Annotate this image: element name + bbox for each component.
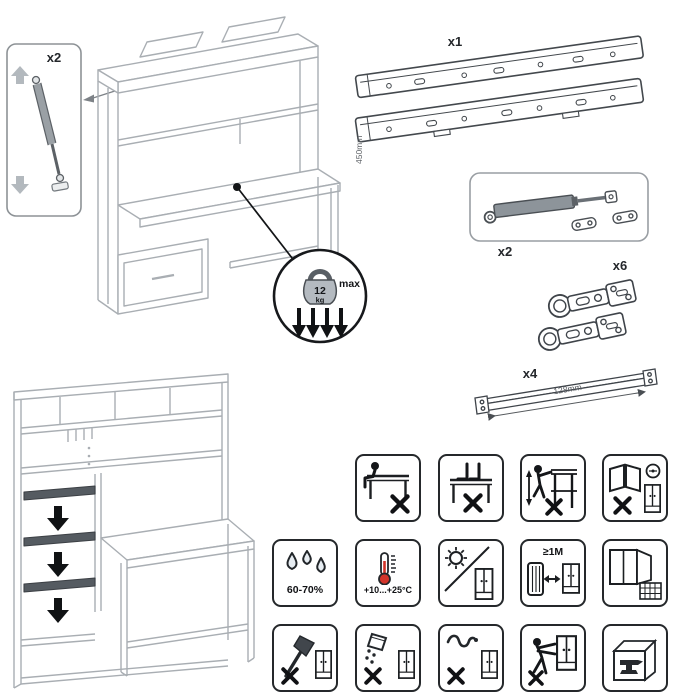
cup-hinge-icon bbox=[535, 311, 628, 353]
no-direct-sunlight-icon bbox=[444, 546, 494, 600]
no-moving-loaded-icon bbox=[528, 635, 577, 686]
pictogram-heat-distance: ≥1M bbox=[520, 539, 586, 607]
weight-max-label: max bbox=[339, 278, 360, 290]
shelf-arrow-down-icon bbox=[47, 506, 69, 623]
humidity-drops-icon bbox=[286, 550, 326, 574]
pictogram-temperature: +10...+25°C bbox=[355, 539, 421, 607]
no-sitting-icon bbox=[363, 462, 410, 516]
gas-strut-kit: x2 bbox=[469, 172, 649, 259]
load-arrows-down-icon bbox=[292, 308, 348, 338]
no-corrosive-substances-icon bbox=[446, 634, 498, 685]
thermometer-icon bbox=[378, 552, 396, 585]
no-heavy-objects-icon bbox=[611, 638, 658, 682]
weight-unit: kg bbox=[316, 296, 325, 305]
drawer-slides-drawing: x1 450mm bbox=[354, 34, 645, 164]
gas-strut-icon bbox=[31, 75, 69, 192]
pictogram-no-sharp-objects bbox=[272, 624, 338, 692]
no-climbing-icon bbox=[526, 465, 577, 516]
weight-value: 12 bbox=[314, 285, 326, 297]
gas-strut-inset: x2 bbox=[6, 43, 119, 217]
arrow-up-icon bbox=[11, 66, 29, 84]
inset-leader-line bbox=[92, 89, 119, 99]
ventilated-room-icon bbox=[609, 548, 662, 600]
temperature-label: +10...+25°C bbox=[363, 585, 413, 595]
slides-qty: x1 bbox=[448, 34, 462, 49]
pictogram-no-direct-sunlight bbox=[438, 539, 504, 607]
telescopic-slide-icon bbox=[354, 35, 645, 143]
mounting-plate-icon bbox=[571, 210, 638, 231]
pictogram-no-sitting bbox=[355, 454, 421, 522]
pictogram-no-heavy-objects bbox=[602, 624, 668, 692]
pictogram-no-corrosive bbox=[438, 624, 504, 692]
pictogram-no-moving-loaded bbox=[520, 624, 586, 692]
no-standing-icon bbox=[449, 462, 493, 516]
shelf-desk-drawing bbox=[13, 373, 255, 689]
no-sharp-objects-icon bbox=[281, 635, 332, 685]
arrow-down-icon bbox=[11, 176, 29, 194]
pictogram-ventilation bbox=[602, 539, 668, 607]
cup-hinge-icon bbox=[545, 278, 638, 320]
weight-limit-callout: 12 kg max bbox=[233, 183, 368, 344]
no-hanging-on-doors-icon bbox=[609, 463, 661, 516]
gas-strut-with-brackets-icon bbox=[483, 190, 618, 224]
hinges-qty: x6 bbox=[613, 258, 627, 273]
keep-distance-from-heat-icon bbox=[527, 561, 580, 596]
pictogram-no-standing bbox=[438, 454, 504, 522]
callout-leader-line bbox=[236, 186, 300, 268]
pictogram-no-hanging-on-doors bbox=[602, 454, 668, 522]
bar-qty: x4 bbox=[523, 366, 538, 381]
bar-dimension-arrow bbox=[487, 388, 646, 421]
inset-leader-arrowhead bbox=[83, 94, 94, 103]
heat-distance-label: ≥1M bbox=[542, 546, 564, 559]
weight-icon: 12 kg bbox=[302, 269, 338, 305]
pictogram-no-climbing bbox=[520, 454, 586, 522]
humidity-label: 60-70% bbox=[286, 584, 324, 597]
anvil-icon bbox=[620, 660, 643, 674]
slides-length-label: 450mm bbox=[354, 136, 364, 164]
callout-dot bbox=[233, 183, 241, 191]
mounting-bar-drawing: x4 128mm bbox=[474, 366, 658, 421]
desk-hutch-drawing bbox=[97, 16, 341, 315]
strut-kit-qty: x2 bbox=[498, 244, 512, 259]
pictogram-humidity: 60-70% bbox=[272, 539, 338, 607]
gas-strut-qty: x2 bbox=[47, 50, 61, 65]
hinges-drawing: x6 bbox=[535, 258, 638, 353]
no-spilling-liquids-icon bbox=[364, 632, 415, 685]
adjustable-shelf bbox=[23, 485, 96, 593]
pictogram-no-liquids bbox=[355, 624, 421, 692]
